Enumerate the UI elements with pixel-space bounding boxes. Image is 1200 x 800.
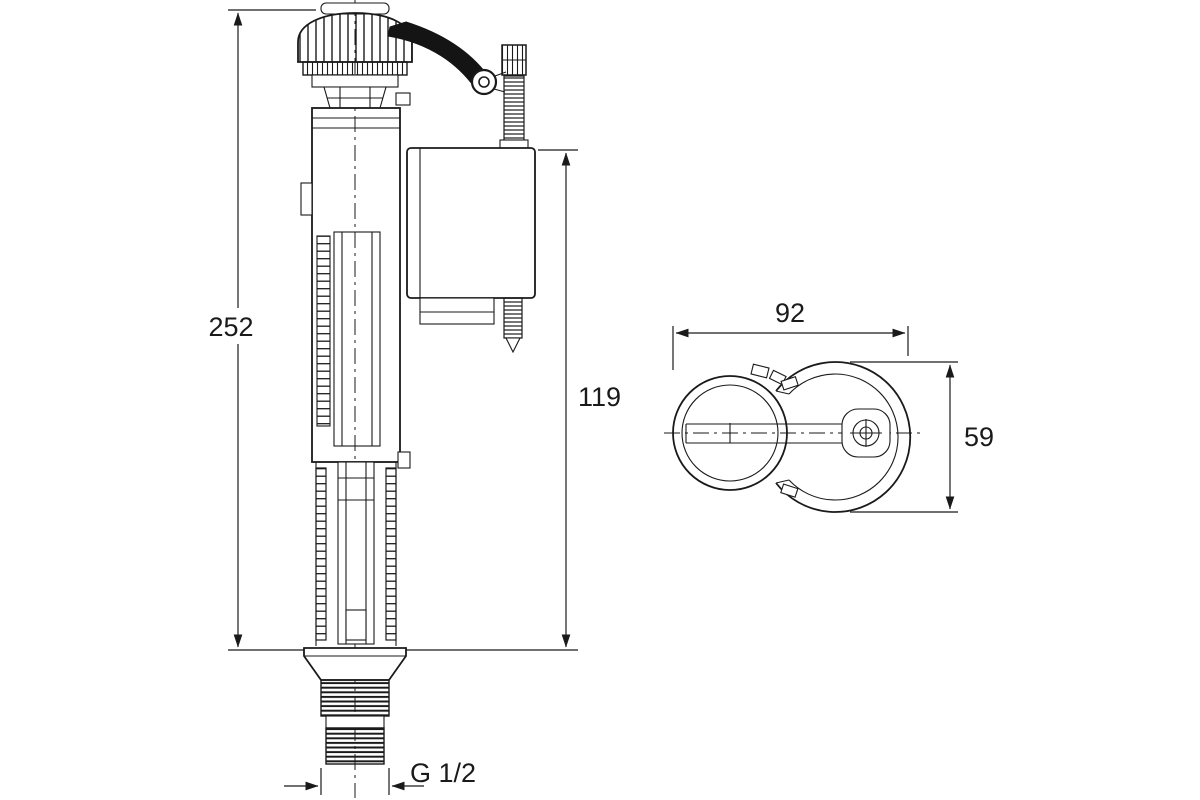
dim-label-thread: G 1/2 (410, 758, 476, 788)
lever-pivot (470, 68, 498, 96)
float-inner-arc (788, 373, 899, 501)
side-port (395, 92, 411, 106)
dim-label-92: 92 (775, 298, 805, 328)
float-cup (406, 147, 536, 299)
inlet-thread-upper (320, 679, 390, 717)
dimension-92: 92 (672, 298, 909, 370)
adjuster-spring (503, 75, 525, 149)
base-cone (303, 647, 407, 681)
float-notch-bottom (780, 483, 799, 498)
body-outer-circle (672, 375, 788, 491)
side-clip (300, 182, 313, 216)
body-tab (397, 451, 411, 469)
ratchet-strip (316, 235, 331, 427)
cap-ribbed-band (302, 61, 408, 76)
float-screw-tail (503, 297, 523, 339)
inner-tube (333, 231, 381, 447)
body-inner-circle (681, 384, 779, 482)
dim-label-119: 119 (578, 382, 621, 412)
dimension-119: 119 (406, 149, 621, 651)
dim-label-59: 59 (964, 422, 994, 452)
serrated-rail-left (315, 467, 327, 641)
adjustment-screw (501, 44, 527, 149)
valve-cap (297, 2, 413, 109)
dim-label-252: 252 (208, 312, 253, 342)
float-notch-top (780, 376, 799, 391)
dimension-59: 59 (850, 361, 994, 513)
float-lever (387, 21, 507, 96)
float-step (419, 297, 495, 325)
thread-gap (325, 715, 385, 729)
front-view: 252 119 G 1/2 (202, 0, 621, 798)
top-view: 92 59 (664, 298, 994, 513)
body-tab-a (750, 363, 770, 379)
valve-body-top-view (672, 363, 858, 491)
float-outer-arc (775, 361, 912, 513)
cap-flange (311, 74, 399, 88)
dimension-thread: G 1/2 (284, 758, 476, 795)
inlet-thread-lower (325, 727, 385, 765)
serrated-rail-right (385, 467, 397, 641)
shaft-insert (345, 609, 367, 641)
float-body (406, 139, 536, 354)
base-assembly (303, 647, 407, 765)
float-top-view (775, 361, 912, 513)
float-collar (499, 139, 529, 149)
telescopic-shaft (315, 461, 397, 646)
dimension-252: 252 (202, 9, 316, 651)
screw-tip (505, 337, 521, 354)
valve-body-tube (300, 107, 411, 469)
